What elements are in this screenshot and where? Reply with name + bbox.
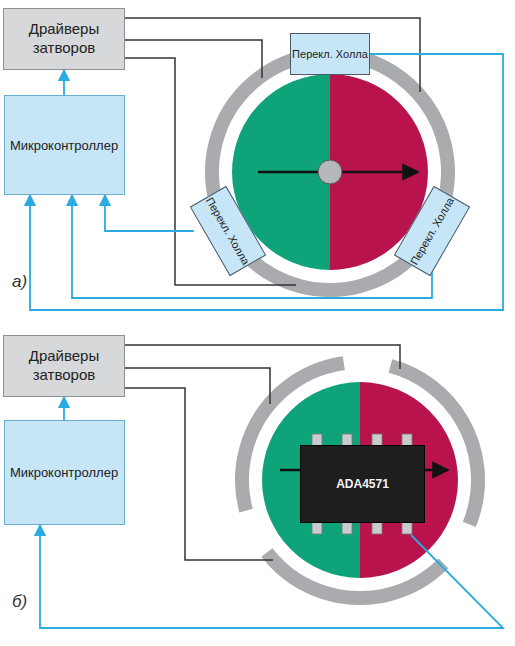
gate-driver-box: Драйверы затворов: [3, 335, 125, 397]
panel-label: а): [12, 272, 27, 292]
stator-ring: [185, 27, 474, 316]
sensor-chip: ADA4571: [300, 445, 425, 523]
phase-wires: [120, 18, 420, 285]
node-text: Микроконтроллер: [10, 465, 118, 480]
node-text: Драйверы затворов: [4, 20, 124, 58]
signal-line: [105, 195, 194, 231]
gate-driver-box: Драйверы затворов: [3, 8, 125, 70]
shaft: [318, 160, 342, 184]
stator-ring: [215, 335, 504, 624]
node-text: Перекл. Холла: [292, 48, 368, 61]
signal-line: [40, 525, 503, 628]
signal-line: [63, 397, 65, 420]
node-text: ADA4571: [336, 477, 389, 491]
panel-label: б): [12, 592, 27, 612]
signal-line: [63, 70, 65, 95]
node-text: Микроконтроллер: [10, 138, 118, 153]
microcontroller-box: Микроконтроллер: [4, 420, 125, 525]
hall-switch-box: Перекл. Холла: [290, 33, 370, 75]
node-text: Драйверы затворов: [4, 347, 124, 385]
microcontroller-box: Микроконтроллер: [4, 95, 125, 195]
